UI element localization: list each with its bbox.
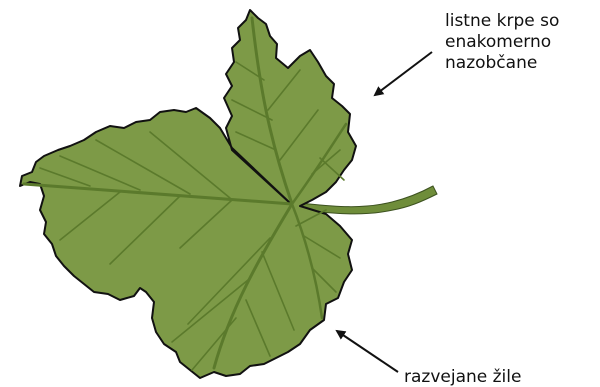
lobes-annotation-line-1: listne krpe so [445,11,559,32]
veins-annotation: razvejane žile [404,367,521,387]
leaf-blade [20,10,356,378]
veins-annotation-arrow [337,331,398,372]
lobes-annotation-line-3: nazobčane [445,53,559,74]
lobes-annotation-arrow [375,52,432,95]
lobes-annotation-line-2: enakomerno [445,32,559,53]
lobes-annotation: listne krpe so enakomerno nazobčane [445,11,559,74]
